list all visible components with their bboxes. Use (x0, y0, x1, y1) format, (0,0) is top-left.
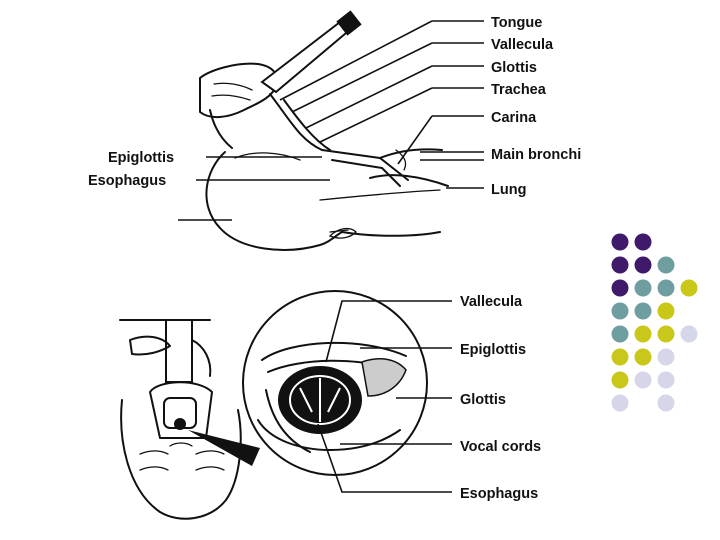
decor-dot-teal (657, 256, 675, 274)
label-trachea: Trachea (491, 82, 547, 98)
bronchus-right (379, 148, 443, 159)
trachea-upper (331, 159, 401, 187)
hand-right-bottom (191, 339, 212, 377)
decor-dot-yellow (611, 371, 629, 389)
arytenoid-left (265, 389, 311, 453)
leader-carina-diag (397, 115, 433, 165)
decor-dot-teal (611, 302, 629, 320)
eye-right (195, 450, 225, 455)
label-carina: Carina (491, 110, 537, 126)
laryngoscope-blade (269, 93, 323, 151)
magnify-pointer (188, 430, 260, 466)
label-esophagus-bottom: Esophagus (460, 486, 538, 502)
decor-dot-purple (611, 279, 629, 297)
decorative-dot-grid (611, 233, 698, 412)
brow-left (139, 466, 169, 471)
leader-vallecula-bottom (325, 300, 452, 363)
leader-glottis-diag (305, 65, 433, 129)
decor-dot-teal (611, 325, 629, 343)
laryngoscope-handle (260, 20, 354, 94)
decor-dot-teal (634, 302, 652, 320)
carina-mark (395, 149, 407, 171)
laryngoscope-cap (336, 10, 362, 36)
laryngoscope-handle-vertical (165, 319, 193, 383)
bottom-illustration (119, 290, 428, 520)
decor-dot-teal (634, 279, 652, 297)
decor-dot-yellow (657, 302, 675, 320)
top-illustration (199, 10, 449, 251)
open-mouth (149, 381, 213, 439)
decor-dot-yellow (634, 325, 652, 343)
leader-trachea-diag (319, 87, 433, 143)
forehead-line (234, 152, 301, 161)
leader-vallecula-diag (291, 42, 433, 113)
decor-dot-lavender (657, 394, 675, 412)
decor-dot-lavender (657, 348, 675, 366)
hand-left-bottom (129, 335, 171, 356)
decor-dot-lavender (611, 394, 629, 412)
decor-dot-yellow (611, 348, 629, 366)
label-glottis-bottom: Glottis (460, 392, 506, 408)
face-outline (120, 399, 242, 520)
label-tongue: Tongue (491, 15, 542, 31)
decor-dot-purple (634, 256, 652, 274)
decor-dot-yellow (657, 325, 675, 343)
vocal-cords-lines (299, 387, 341, 413)
head-outline (205, 151, 343, 251)
decor-dot-yellow (680, 279, 698, 297)
label-vallecula-top: Vallecula (491, 37, 554, 53)
hand-lower (369, 174, 449, 187)
wrist-line (209, 109, 233, 149)
decor-dot-purple (634, 233, 652, 251)
decor-dot-purple (611, 233, 629, 251)
label-glottis-top: Glottis (491, 60, 537, 76)
neck-body-line (341, 231, 441, 237)
decor-dot-lavender (680, 325, 698, 343)
label-vocal-cords: Vocal cords (460, 439, 541, 455)
glottis-dot (174, 418, 186, 430)
label-epiglottis-bottom: Epiglottis (460, 342, 526, 358)
decor-dot-purple (611, 256, 629, 274)
decor-dot-teal (657, 279, 675, 297)
hand-finger-1 (213, 82, 253, 91)
brow-right (195, 466, 225, 471)
top-leader-lines (178, 20, 484, 221)
vocal-cords-outline (289, 375, 351, 425)
decor-dot-yellow (634, 348, 652, 366)
decor-dot-lavender (657, 371, 675, 389)
eye-left (139, 450, 169, 455)
hand-upper (199, 62, 278, 118)
posterior-wall (257, 419, 401, 451)
label-lung: Lung (491, 182, 526, 198)
label-esophagus-top: Esophagus (88, 173, 166, 189)
hand-finger-2 (211, 94, 251, 101)
leader-esophagus-bottom (317, 423, 452, 493)
shoulder-line (319, 189, 441, 201)
leader-tongue-diag (279, 20, 433, 101)
label-vallecula-bottom: Vallecula (460, 294, 523, 310)
bottom-leader-lines (317, 300, 452, 493)
label-main-bronchi: Main bronchi (491, 147, 581, 163)
tongue-base (261, 341, 407, 361)
chin-mark (329, 229, 349, 233)
epiglottis-stipple (361, 357, 407, 397)
nose-mark (169, 442, 193, 447)
label-epiglottis-top: Epiglottis (108, 150, 174, 166)
decor-dot-lavender (634, 371, 652, 389)
tube-inner (283, 99, 331, 151)
